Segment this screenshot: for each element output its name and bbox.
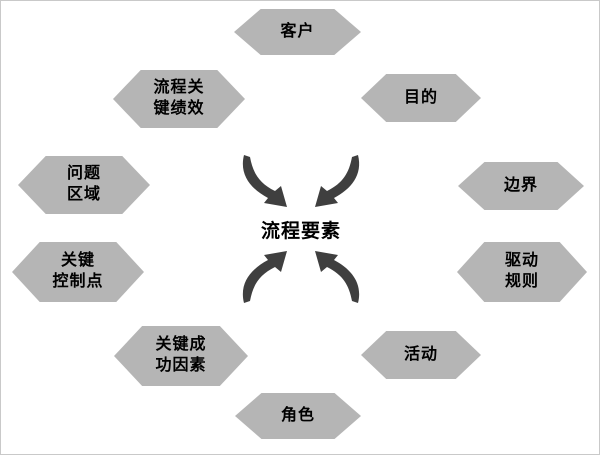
- hex-driving-rules-label: 驱动 规则: [504, 252, 539, 290]
- hex-activity: 活动: [361, 331, 481, 379]
- arrow-top-right-icon: [315, 155, 360, 207]
- hex-customer: 客户: [234, 9, 361, 55]
- hex-boundary-label: 边界: [503, 176, 538, 194]
- hex-purpose-label: 目的: [403, 88, 438, 106]
- hex-problem-area: 问题 区域: [18, 156, 150, 214]
- hex-customer-label: 客户: [280, 22, 315, 40]
- hex-process-key-performance: 流程关 键绩效: [113, 70, 245, 128]
- hex-activity-label: 活动: [403, 345, 438, 363]
- hex-problem-area-label: 问题 区域: [66, 165, 101, 203]
- hex-driving-rules: 驱动 规则: [457, 242, 587, 302]
- hex-process-key-performance-label: 流程关 键绩效: [153, 79, 205, 117]
- hex-boundary: 边界: [458, 162, 584, 210]
- hex-role-label: 角色: [280, 406, 315, 424]
- arrow-bottom-left-icon: [242, 251, 287, 303]
- arrow-bottom-right-icon: [315, 251, 360, 303]
- arrow-top-left-icon: [242, 155, 287, 207]
- center-title: 流程要素: [260, 221, 341, 242]
- hex-purpose: 目的: [361, 74, 481, 122]
- hex-key-success-factors: 关键成 功因素: [114, 326, 248, 386]
- hex-role: 角色: [235, 393, 361, 439]
- hex-key-control-points-label: 关键 控制点: [52, 252, 104, 290]
- hex-key-control-points: 关键 控制点: [12, 242, 144, 302]
- hex-key-success-factors-label: 关键成 功因素: [155, 336, 207, 374]
